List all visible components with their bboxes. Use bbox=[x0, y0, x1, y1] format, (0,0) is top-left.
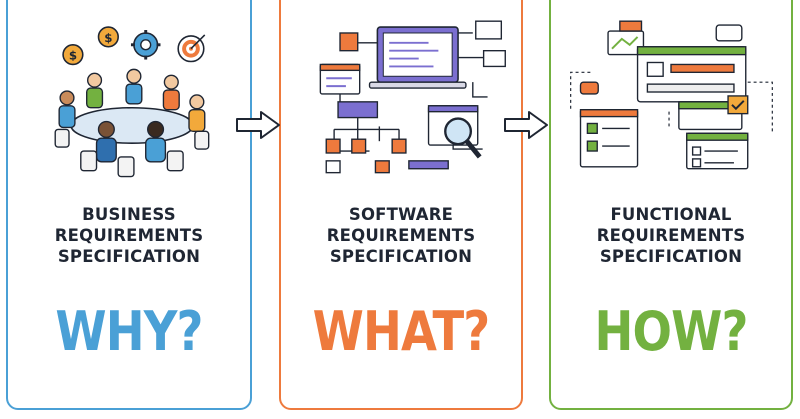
title-line: SPECIFICATION bbox=[57, 247, 201, 266]
title-line: REQUIREMENTS bbox=[326, 226, 476, 245]
software-requirements-panel: SOFTWARE REQUIREMENTS SPECIFICATION WHAT… bbox=[279, 0, 523, 410]
title-line: FUNCTIONAL bbox=[610, 205, 732, 224]
business-requirements-panel: $ $ bbox=[6, 0, 252, 410]
question-label: WHY? bbox=[55, 300, 203, 363]
panel-title: FUNCTIONAL REQUIREMENTS SPECIFICATION bbox=[551, 204, 791, 267]
right-arrow-icon bbox=[236, 111, 280, 139]
svg-text:$: $ bbox=[69, 49, 77, 63]
title-line: SOFTWARE bbox=[348, 205, 454, 224]
functional-requirements-panel: FUNCTIONAL REQUIREMENTS SPECIFICATION HO… bbox=[549, 0, 793, 410]
functional-forms-icon bbox=[570, 20, 773, 170]
title-line: REQUIREMENTS bbox=[596, 226, 746, 245]
panel-title: SOFTWARE REQUIREMENTS SPECIFICATION bbox=[281, 204, 521, 267]
title-line: BUSINESS bbox=[82, 205, 176, 224]
question-label: WHAT? bbox=[312, 300, 491, 363]
panel-title: BUSINESS REQUIREMENTS SPECIFICATION bbox=[8, 204, 250, 267]
business-meeting-icon: $ $ bbox=[54, 26, 210, 178]
title-line: SPECIFICATION bbox=[599, 247, 743, 266]
title-line: REQUIREMENTS bbox=[54, 226, 204, 245]
right-arrow-icon bbox=[504, 111, 548, 139]
question-label: HOW? bbox=[594, 300, 748, 363]
title-line: SPECIFICATION bbox=[329, 247, 473, 266]
software-architecture-icon bbox=[319, 20, 506, 174]
svg-text:$: $ bbox=[104, 31, 112, 45]
